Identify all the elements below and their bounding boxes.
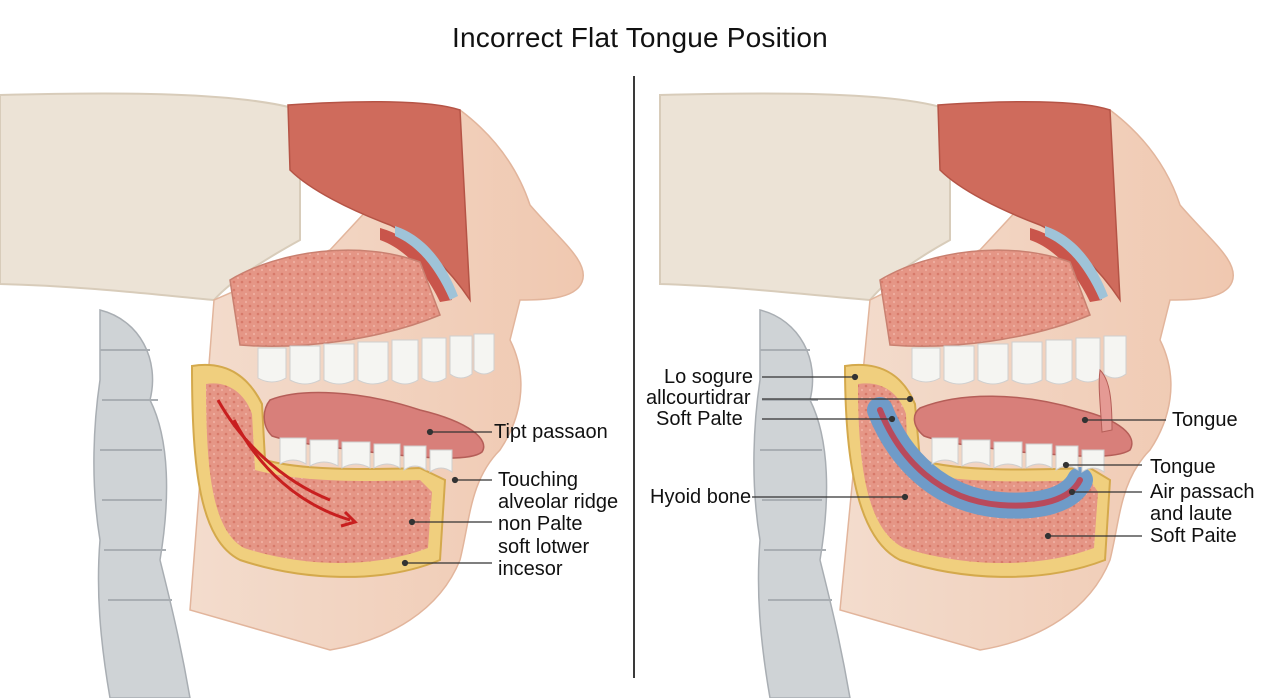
- upper-teeth: [257, 333, 495, 385]
- upper-teeth: [911, 335, 1127, 385]
- label-incesor: incesor: [498, 558, 563, 580]
- cervical-spine: [93, 309, 191, 698]
- label-soft-palte: Soft Palte: [656, 408, 743, 430]
- facial-muscle: [937, 100, 1121, 303]
- left-head-illustration: [0, 92, 585, 698]
- muscle-arrow: [216, 399, 331, 502]
- label-touching: Touching: [498, 469, 579, 491]
- label-allcourtidrar: allcourtidrar: [646, 387, 751, 409]
- panel-divider: [633, 76, 635, 678]
- label-tongue-2: Tongue: [1150, 456, 1216, 478]
- label-alveolar-ridge: alveolar ridge: [498, 491, 619, 513]
- label-hyoid-bone: Hyoid bone: [650, 486, 752, 508]
- label-lo-sogure: Lo sogure: [664, 366, 753, 388]
- label-non-palte: non Palte: [498, 513, 583, 535]
- tongue-tip: [1098, 368, 1113, 433]
- skull-bone: [0, 92, 301, 302]
- label-soft-paite: Soft Paite: [1150, 525, 1237, 547]
- label-tongue-1: Tongue: [1172, 409, 1238, 431]
- label-and-laute: and lautе: [1150, 503, 1233, 525]
- skull-bone: [659, 92, 951, 302]
- label-soft-lotwer: soft lotwer: [498, 536, 590, 558]
- lower-teeth: [279, 437, 453, 473]
- nasal-cavity-tissue: [879, 249, 1091, 347]
- cervical-spine: [753, 309, 851, 698]
- lower-teeth: [931, 437, 1105, 473]
- label-tipt-passaon: Tipt passaon: [494, 421, 608, 443]
- label-air-passach: Air passach: [1150, 481, 1255, 503]
- facial-muscle: [287, 100, 471, 303]
- page-title: Incorrect Flat Tongue Position: [452, 22, 828, 53]
